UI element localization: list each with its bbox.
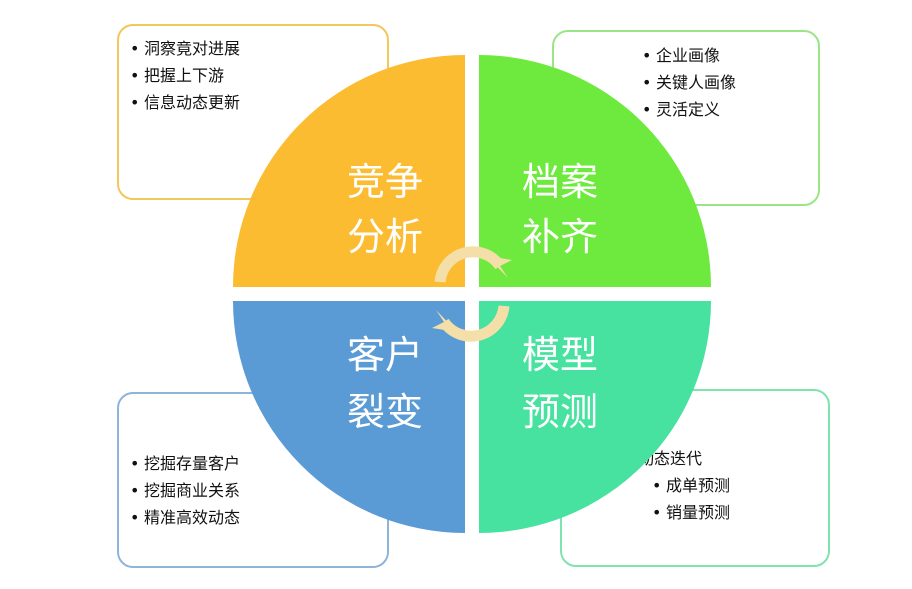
list-item: •销量预测 bbox=[652, 499, 828, 526]
list-item: 动态迭代 bbox=[638, 449, 703, 468]
bullet-icon: • bbox=[642, 73, 652, 92]
bullet-icon: • bbox=[642, 100, 652, 119]
quadrant-label: 裂变 bbox=[347, 390, 423, 434]
quadrant-model bbox=[479, 301, 711, 533]
list-item: •关键人画像 bbox=[642, 69, 818, 96]
bullet-icon: • bbox=[642, 46, 652, 65]
bullet-icon: • bbox=[652, 503, 662, 522]
list-item: •把握上下游 bbox=[130, 62, 387, 89]
quadrant-profile bbox=[479, 55, 711, 287]
bullet-icon: • bbox=[130, 66, 140, 85]
quadrant-label: 客户 bbox=[347, 333, 423, 377]
bullet-icon: • bbox=[130, 481, 140, 500]
list-item: •精准高效动态 bbox=[130, 504, 387, 531]
list-item: •信息动态更新 bbox=[130, 89, 387, 116]
quadrant-label: 补齐 bbox=[522, 215, 598, 259]
bullet-icon: • bbox=[130, 454, 140, 473]
quadrant-label: 分析 bbox=[347, 215, 423, 259]
list-item: •挖掘存量客户 bbox=[130, 450, 387, 477]
bullet-icon: • bbox=[130, 508, 140, 527]
quadrant-label: 预测 bbox=[522, 390, 598, 434]
quadrant-label: 竞争 bbox=[347, 160, 423, 204]
quadrant-competition bbox=[233, 55, 465, 287]
quadrant-label: 模型 bbox=[522, 333, 598, 377]
quadrant-customer bbox=[233, 301, 465, 533]
bullet-icon: • bbox=[652, 476, 662, 495]
bullet-icon: • bbox=[130, 39, 140, 58]
bullet-icon: • bbox=[130, 93, 140, 112]
list-item: •企业画像 bbox=[642, 42, 818, 69]
list-item: •洞察竟对进展 bbox=[130, 35, 387, 62]
cycle-arrows-icon bbox=[432, 246, 512, 342]
list-item: •灵活定义 bbox=[642, 96, 818, 123]
list-item: •成单预测 bbox=[652, 472, 828, 499]
list-item: •挖掘商业关系 bbox=[130, 477, 387, 504]
quadrant-label: 档案 bbox=[522, 160, 598, 204]
